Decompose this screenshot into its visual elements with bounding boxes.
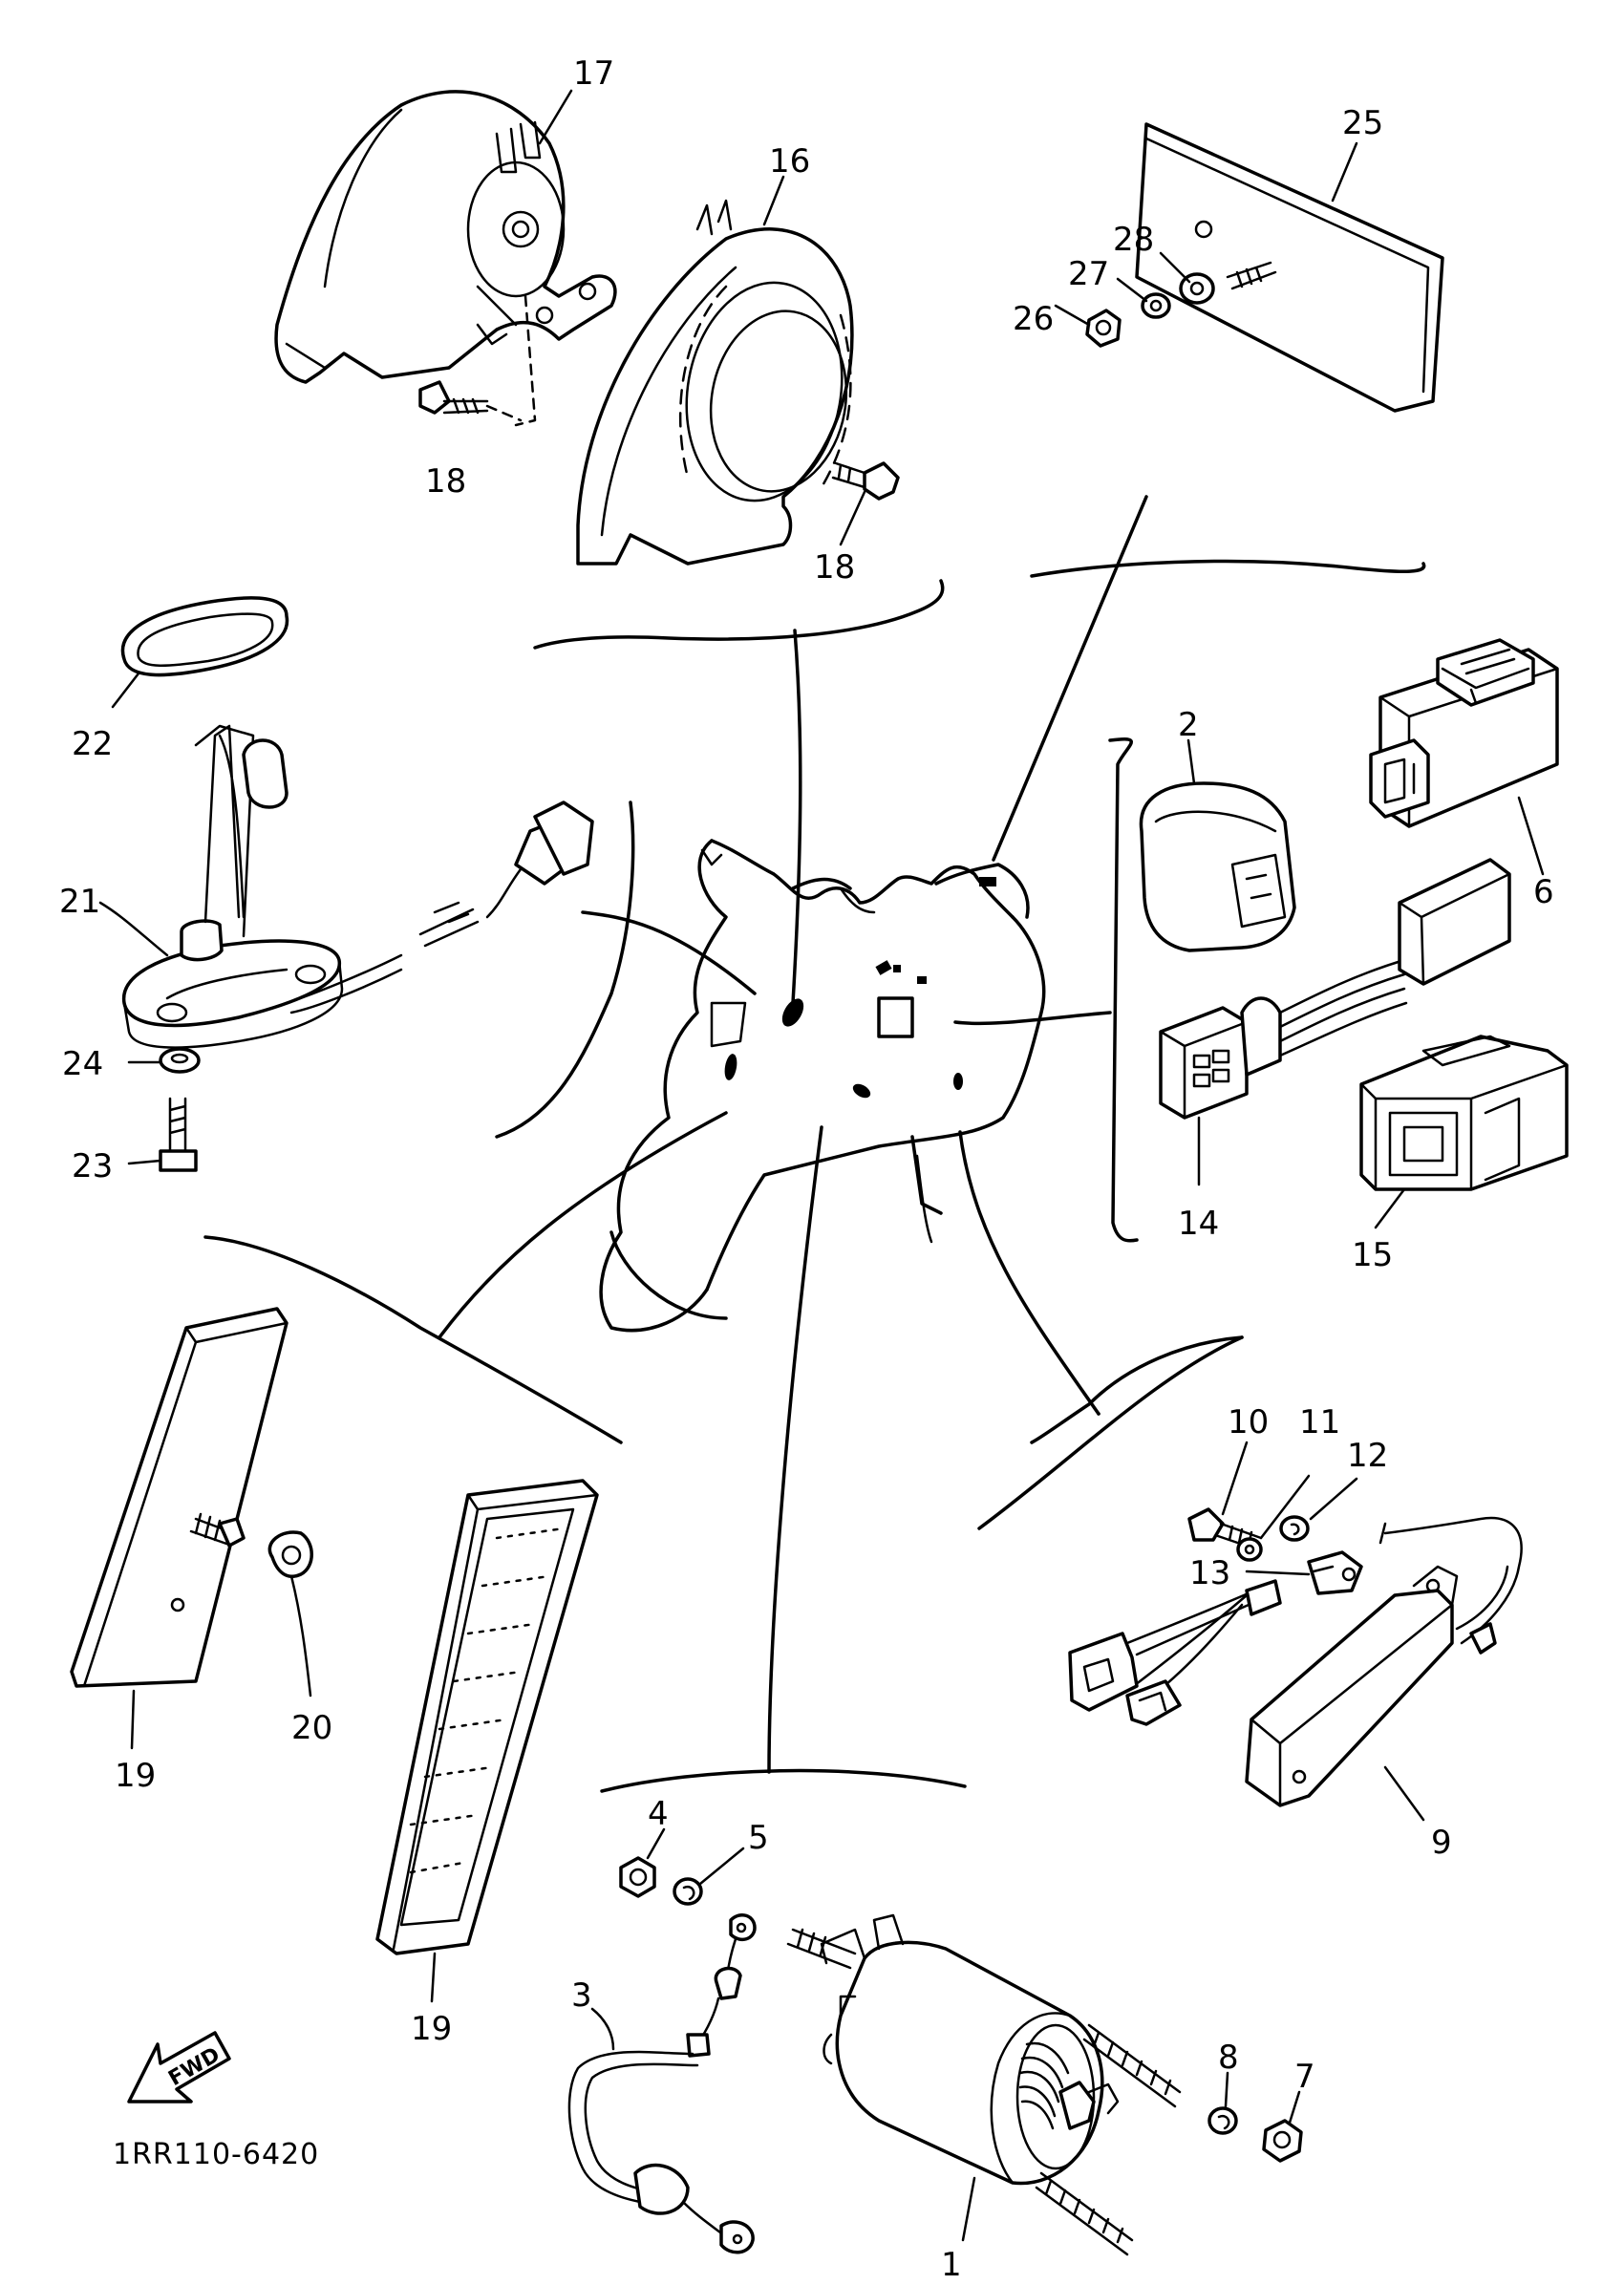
leader-18b (839, 490, 866, 546)
callout-14: 14 (1178, 1205, 1219, 1243)
callout-17: 17 (573, 54, 614, 93)
callout-3: 3 (571, 1976, 592, 2015)
leader-2 (1186, 738, 1196, 785)
leader-27 (1116, 277, 1148, 303)
callout-2: 2 (1178, 706, 1199, 744)
diagram-code: 1RR110-6420 (113, 2138, 319, 2171)
nut-4 (619, 1856, 656, 1898)
leader-19b (430, 1952, 437, 2003)
wire-harness-9 (1068, 1579, 1282, 1726)
callout-19a: 19 (115, 1757, 156, 1795)
leader-17 (538, 89, 573, 145)
leader-6 (1517, 796, 1545, 876)
callout-24: 24 (62, 1045, 103, 1083)
leader-13 (1245, 1570, 1311, 1576)
leader-7 (1288, 2090, 1301, 2125)
washer-8 (1207, 2106, 1238, 2135)
bolt-18b (831, 461, 900, 501)
gasket-22 (120, 596, 289, 677)
leader-5 (698, 1847, 745, 1886)
nut-20 (267, 1530, 313, 1578)
screw-23 (159, 1097, 198, 1172)
leader-21 (98, 901, 169, 957)
bolt-10 (1187, 1507, 1263, 1551)
leader-8 (1224, 2071, 1229, 2108)
callout-12: 12 (1347, 1437, 1388, 1475)
callout-27: 27 (1068, 255, 1109, 293)
washer-27 (1141, 292, 1171, 319)
callout-4: 4 (648, 1795, 669, 1833)
bolt-18a (418, 380, 489, 415)
callout-25: 25 (1342, 104, 1383, 142)
leader-12 (1309, 1477, 1358, 1521)
nut-26 (1085, 309, 1122, 348)
leader-11 (1259, 1474, 1311, 1540)
reflector-25 (1135, 122, 1444, 413)
callout-20: 20 (291, 1709, 332, 1747)
callout-1: 1 (941, 2246, 962, 2284)
cdi-unit-15 (1359, 1035, 1569, 1191)
leader-15 (1374, 1187, 1406, 1229)
callout-13: 13 (1189, 1554, 1230, 1592)
leader-26 (1054, 304, 1091, 327)
nut-7 (1262, 2119, 1303, 2163)
washer-11 (1236, 1537, 1263, 1562)
callout-10: 10 (1228, 1403, 1269, 1441)
callout-28: 28 (1113, 221, 1154, 259)
grommet-24 (159, 1047, 201, 1074)
regulator-9 (1245, 1516, 1523, 1807)
leader-25 (1331, 141, 1358, 203)
module-6 (1369, 638, 1559, 828)
horn-16 (576, 199, 854, 566)
leader-22 (111, 672, 140, 709)
relay-2 (1139, 781, 1296, 952)
starter-relay-1 (786, 1913, 1182, 2256)
horn-17 (274, 90, 617, 384)
motorcycle-frame-outline (599, 839, 1046, 1333)
callout-18a: 18 (425, 462, 466, 501)
washer-5 (673, 1877, 703, 1906)
leader-19a (130, 1689, 136, 1750)
leader-9 (1383, 1765, 1425, 1822)
sender-unit-21 (122, 724, 594, 1049)
leader-lines (203, 495, 1426, 1793)
reflector-19a (70, 1307, 288, 1688)
lead-wire-3 (567, 1912, 757, 2254)
callout-11: 11 (1299, 1403, 1340, 1441)
reflector-19b (375, 1479, 599, 1955)
callout-26: 26 (1013, 300, 1054, 338)
callout-15: 15 (1352, 1236, 1393, 1274)
leader-10 (1221, 1441, 1249, 1516)
callout-9: 9 (1431, 1824, 1452, 1862)
leader-3 (590, 2007, 615, 2051)
callout-6: 6 (1533, 873, 1554, 911)
washer-12 (1279, 1515, 1310, 1542)
clamp-13 (1307, 1550, 1363, 1595)
leader-20 (289, 1574, 312, 1698)
callout-21: 21 (59, 883, 100, 921)
leader-28 (1159, 251, 1191, 284)
leader-23 (127, 1159, 162, 1165)
connector-14 (1159, 858, 1511, 1120)
forward-direction-arrow: FWD (127, 2031, 231, 2103)
callout-22: 22 (72, 725, 113, 763)
callout-19b: 19 (411, 2010, 452, 2048)
callout-23: 23 (72, 1147, 113, 1185)
dashed-leader-17 (514, 294, 537, 427)
callout-16: 16 (769, 142, 810, 181)
callout-8: 8 (1218, 2039, 1239, 2077)
callout-labels: 1 2 3 4 5 6 7 8 9 10 11 12 13 14 15 16 1… (59, 54, 1554, 2284)
leader-1 (961, 2176, 976, 2242)
callout-7: 7 (1294, 2058, 1315, 2096)
dashed-leader-18a (485, 404, 523, 422)
callout-5: 5 (748, 1819, 769, 1857)
leader-4 (646, 1827, 666, 1860)
callout-18b: 18 (814, 548, 855, 587)
leader-16 (762, 175, 785, 226)
